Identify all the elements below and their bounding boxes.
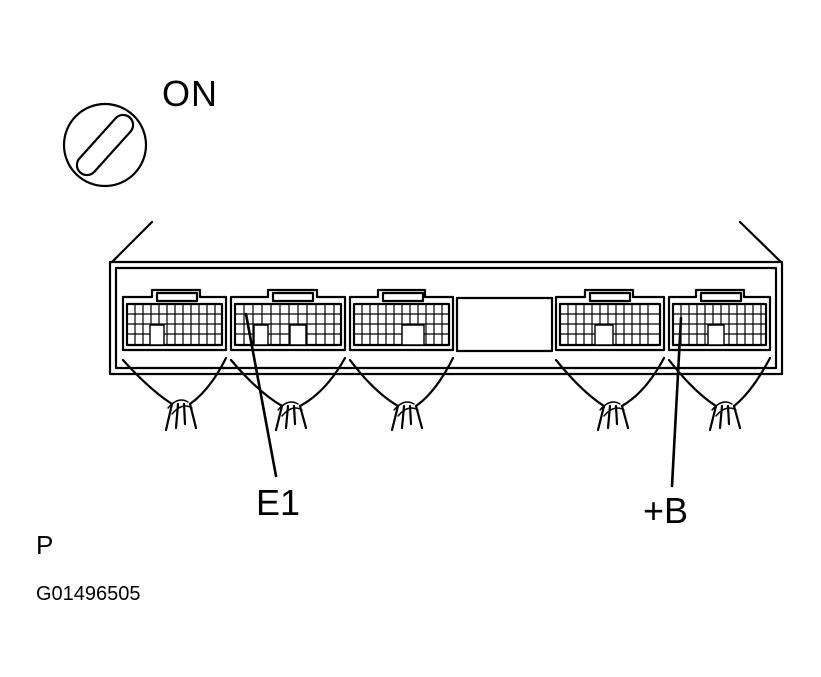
ignition-switch-icon — [62, 102, 148, 188]
ignition-on-label: ON — [162, 73, 218, 114]
connector-3 — [348, 288, 455, 432]
view-label: P — [36, 530, 54, 560]
terminal-e1-label: E1 — [256, 482, 301, 523]
connector-1 — [121, 288, 228, 432]
connector-4 — [554, 288, 666, 432]
ecu-housing — [108, 220, 784, 376]
e1-leader-line — [244, 312, 278, 478]
terminal-b-label: +B — [643, 490, 689, 531]
figure-id-label: G01496505 — [36, 583, 141, 605]
connector-2 — [229, 288, 347, 432]
b-leader-line — [670, 316, 683, 488]
connector-5 — [667, 288, 772, 432]
